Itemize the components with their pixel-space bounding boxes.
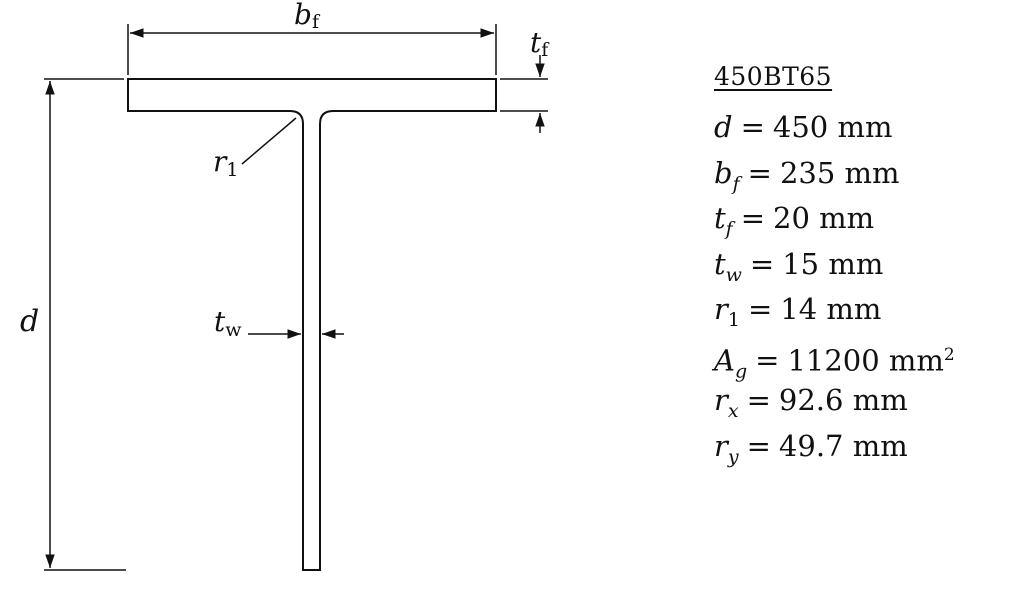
equals-sign: = — [746, 428, 771, 463]
property-unit: mm — [844, 155, 900, 190]
property-row: tf =20 mm — [714, 198, 955, 244]
property-row: rx =92.6 mm — [714, 380, 955, 426]
property-subscript: g — [734, 360, 748, 383]
property-value: 49.7 — [778, 428, 844, 463]
property-value: 92.6 — [778, 383, 844, 417]
bf-label: bf — [294, 0, 321, 33]
property-row: Ag =11200 mm2 — [714, 335, 955, 383]
equals-sign: = — [755, 343, 780, 378]
property-value: 11200 — [787, 343, 880, 378]
property-symbol: r — [714, 428, 728, 463]
property-unit: mm — [819, 201, 875, 235]
tw-label: tw — [214, 305, 242, 341]
property-value: 14 — [780, 292, 818, 326]
property-unit: mm — [828, 246, 884, 281]
property-subscript: f — [725, 218, 733, 240]
property-unit: mm — [852, 428, 908, 463]
property-row: ry =49.7 mm — [714, 426, 955, 472]
d-label: d — [20, 304, 39, 339]
property-row: tw =15 mm — [714, 244, 955, 290]
property-symbol: t — [714, 201, 726, 235]
property-row: d=450 mm — [714, 107, 955, 153]
d-dimension — [44, 78, 126, 571]
equals-sign: = — [747, 292, 773, 326]
equals-sign: = — [747, 155, 772, 190]
property-unit: mm — [852, 383, 908, 417]
equals-sign: = — [740, 110, 765, 144]
property-row: r1 =14 mm — [714, 289, 955, 335]
tf-label: tf — [530, 26, 550, 61]
property-subscript: f — [732, 172, 740, 195]
section-designation: 450BT65 — [714, 62, 833, 91]
property-value: 235 — [779, 155, 836, 190]
property-value: 20 — [773, 201, 810, 235]
property-symbol: t — [714, 246, 726, 281]
property-unit: mm — [826, 292, 882, 326]
tee-section-diagram: bf tf r1 tw d — [20, 0, 550, 571]
property-unit: mm — [837, 110, 893, 144]
property-symbol: A — [714, 343, 735, 378]
property-symbol: r — [714, 383, 728, 417]
property-value: 15 — [782, 246, 820, 281]
property-symbol: b — [714, 155, 733, 190]
property-symbol: r — [714, 292, 728, 326]
tee-section-outline — [127, 78, 497, 571]
property-row: bf =235 mm — [714, 153, 955, 199]
bf-dimension — [127, 24, 497, 75]
equals-sign: = — [746, 383, 771, 417]
unit-exponent: 2 — [943, 344, 955, 365]
property-subscript: x — [727, 400, 739, 422]
equals-sign: = — [749, 246, 775, 281]
property-unit: mm — [888, 343, 944, 378]
property-subscript: 1 — [727, 309, 740, 331]
r1-label: r1 — [213, 145, 238, 181]
r1-leader — [241, 117, 297, 165]
property-value: 450 — [772, 110, 829, 144]
property-subscript: w — [725, 263, 742, 286]
tf-dimension — [500, 55, 548, 133]
equals-sign: = — [740, 201, 766, 235]
property-symbol: d — [714, 110, 733, 144]
property-subscript: y — [727, 445, 739, 468]
